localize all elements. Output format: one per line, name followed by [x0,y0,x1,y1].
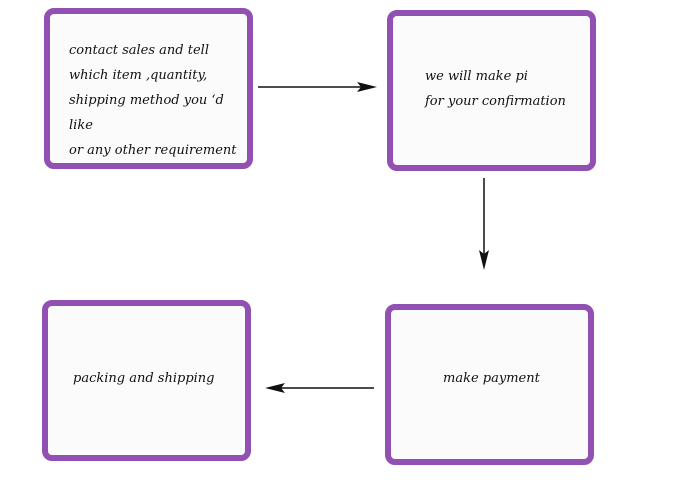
step-make-payment-text: make payment [443,371,540,386]
step-make-pi-text: we will make pi for your confirmation [425,69,566,109]
arrow-payment-to-packing [265,383,374,393]
step-contact-sales: contact sales and tell which item ,quant… [44,8,253,169]
step-contact-sales-text: contact sales and tell which item ,quant… [69,43,237,158]
arrow-contact-to-pi [258,82,377,92]
arrow-pi-to-payment [479,178,489,270]
step-packing-shipping: packing and shipping [42,300,251,461]
step-packing-shipping-text: packing and shipping [73,371,215,386]
step-make-payment: make payment [385,304,594,465]
step-make-pi: we will make pi for your confirmation [387,10,596,171]
